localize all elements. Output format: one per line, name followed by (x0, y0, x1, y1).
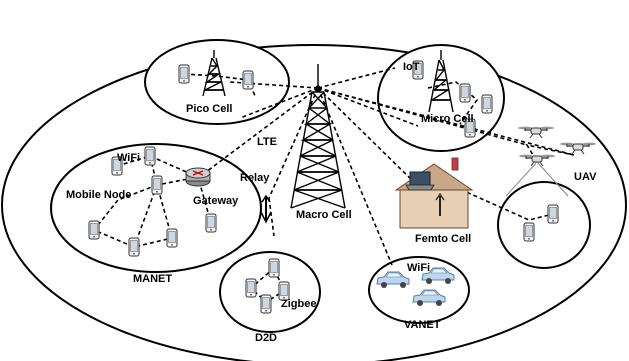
d2d-ellipse (219, 251, 321, 333)
macro-cell-label: Macro Cell (296, 209, 352, 221)
gateway-label: Gateway (193, 195, 239, 207)
mobile-node-label: Mobile Node (66, 189, 131, 201)
wifi-manet-label: WiFi (117, 152, 140, 164)
uav-label: UAV (574, 171, 597, 183)
uav-cell-ellipse (497, 181, 591, 269)
micro-cell-label: Micro Cell (421, 113, 474, 125)
d2d-label: D2D (255, 332, 277, 344)
laptop-icon (405, 171, 435, 191)
house-icon (394, 157, 474, 229)
relay-label: Relay (240, 172, 270, 184)
relay-antenna-icon (260, 194, 272, 224)
micro-tower-icon (428, 50, 454, 113)
manet-label: MANET (133, 273, 172, 285)
drone-icon (505, 125, 597, 197)
pico-cell-label: Pico Cell (186, 103, 232, 115)
zigbee-label: Zigbee (281, 298, 316, 310)
wifi-vanet-label: WiFi (407, 262, 430, 274)
lte-label: LTE (257, 136, 277, 148)
femto-cell-label: Femto Cell (415, 233, 471, 245)
router-icon (185, 167, 211, 187)
vanet-label: VANET (404, 319, 441, 331)
macro-links (201, 67, 575, 266)
pico-tower-icon (202, 50, 226, 97)
macro-tower-icon (290, 64, 346, 209)
iot-label: IoT (403, 61, 420, 73)
manet-ellipse (50, 143, 262, 273)
